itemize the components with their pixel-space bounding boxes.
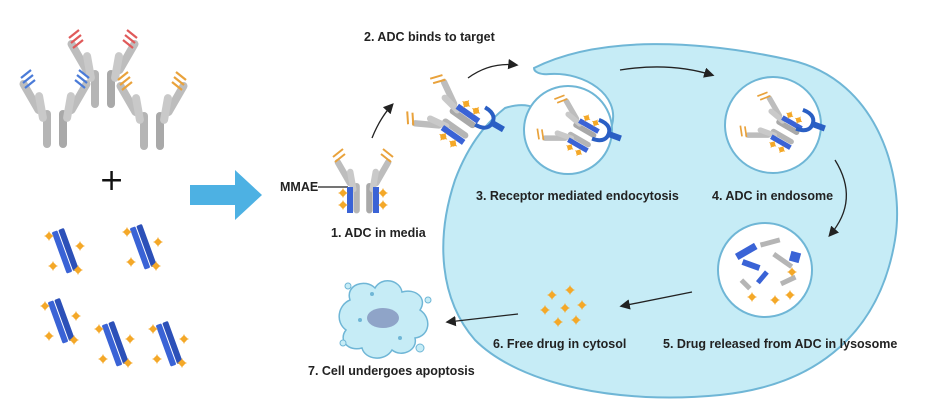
step-6-label: 6. Free drug in cytosol bbox=[493, 337, 627, 351]
plus-sign: + bbox=[99, 163, 125, 198]
arrow-icon bbox=[445, 313, 519, 327]
fragments bbox=[734, 237, 802, 305]
step-1-label: 1. ADC in media bbox=[331, 226, 426, 240]
step-5-label: 5. Drug released from ADC in lysosome bbox=[663, 337, 898, 351]
vesicle-icon bbox=[724, 76, 831, 174]
step-7-label: 7. Cell undergoes apoptosis bbox=[308, 364, 475, 378]
drug-linker-icon bbox=[122, 224, 163, 271]
mmae-label: MMAE bbox=[280, 180, 319, 194]
step-4-label: 4. ADC in endosome bbox=[712, 189, 834, 203]
apoptotic-cell-icon bbox=[338, 280, 432, 359]
antibody-icon bbox=[18, 68, 92, 148]
step-2-label: 2. ADC binds to target bbox=[364, 30, 495, 44]
vesicle-icon bbox=[717, 222, 813, 318]
drug-linker-icon bbox=[44, 228, 85, 275]
arrow-icon bbox=[619, 66, 715, 78]
adc-in-media bbox=[333, 149, 393, 213]
drug-linker-icon bbox=[40, 298, 81, 345]
drug-linker-icon bbox=[148, 321, 189, 368]
arrow-icon bbox=[190, 170, 262, 220]
step-3-label: 3. Receptor mediated endocytosis bbox=[476, 189, 679, 203]
arrow-icon bbox=[828, 159, 847, 237]
antibody-icon bbox=[115, 70, 189, 150]
arrow-icon bbox=[619, 291, 693, 310]
vesicle-icon bbox=[523, 85, 627, 175]
drug-linker-icon bbox=[94, 321, 135, 368]
arrow-icon bbox=[371, 103, 394, 139]
arrow-icon bbox=[467, 58, 519, 79]
